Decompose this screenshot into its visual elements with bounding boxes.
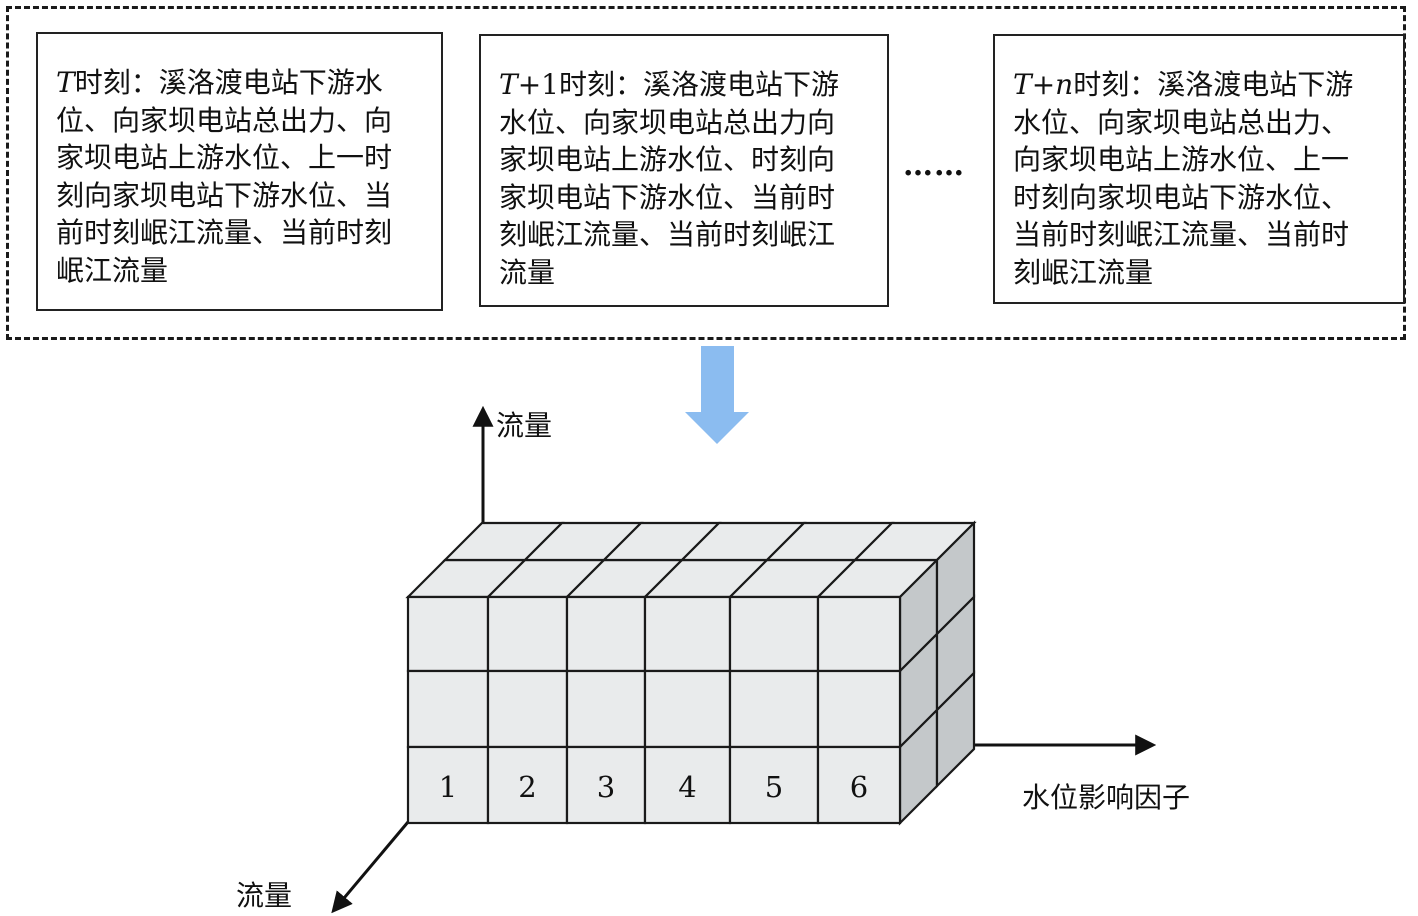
cube-front-cell (565, 595, 647, 673)
box-t-line-4: 刻向家坝电站下游水位、当 (56, 178, 393, 212)
depth-axis-label: 流量 (236, 879, 293, 912)
text-box-t-plus-n: T+n时刻：溪洛渡电站下游 水位、向家坝电站总出力、 向家坝电站上游水位、上一 … (993, 34, 1405, 304)
var-t: T (499, 68, 518, 101)
cube-front-cell (816, 595, 902, 673)
text-box-t-plus-1: T+1时刻：溪洛渡电站下游 水位、向家坝电站总出力向 家坝电站上游水位、时刻向 … (479, 34, 889, 307)
box-t1-line-4: 家坝电站下游水位、当前时 (499, 180, 836, 214)
text-box-t: T时刻：溪洛渡电站下游水 位、向家坝电站总出力、向 家坝电站上游水位、上一时 刻… (36, 32, 443, 311)
var-t: T (1013, 68, 1032, 101)
cube-cell-label: 2 (518, 770, 536, 804)
cube-front-cell (406, 669, 490, 749)
cube-front-cell (486, 595, 569, 673)
cube-front-cell (816, 669, 902, 749)
box-tn-line-1: T+n时刻：溪洛渡电站下游 (1013, 68, 1354, 101)
box-t-line-5: 前时刻岷江流量、当前时刻 (56, 216, 393, 249)
cube-front-cell (406, 745, 490, 825)
cube-group: 1 2 3 4 5 6 (405, 520, 977, 826)
cube-side-cell (935, 670, 976, 789)
box-t1-line-6: 流量 (499, 255, 556, 289)
box-tn-line-6: 刻岷江流量 (1013, 255, 1154, 289)
box-t1-line-5: 刻岷江流量、当前时刻岷江 (499, 218, 836, 251)
box-tn-line-5: 当前时刻岷江流量、当前时 (1013, 218, 1350, 251)
box-t1-line-1: T+1时刻：溪洛渡电站下游 (499, 68, 839, 101)
cube-front-cell (643, 669, 732, 749)
vertical-axis-label: 流量 (496, 409, 553, 442)
box-tn-line-3: 向家坝电站上游水位、上一 (1013, 143, 1350, 176)
horizontal-axis-label: 水位影响因子 (1022, 781, 1191, 814)
box-t1-line-3: 家坝电站上游水位、时刻向 (499, 143, 836, 176)
cube-front-cell (643, 595, 732, 673)
cube-cell-label: 6 (850, 770, 868, 804)
cube-front-cell (565, 669, 647, 749)
var-n: n (1055, 68, 1074, 101)
cube-front-cell (406, 595, 490, 673)
depth-axis (331, 821, 410, 914)
cube-cell-label: 4 (678, 770, 696, 804)
cube-cell-label: 3 (597, 770, 615, 804)
box-t1-line-2: 水位、向家坝电站总出力向 (499, 105, 836, 139)
box-tn-line-4: 时刻向家坝电站下游水位、 (1013, 180, 1350, 214)
var-t: T (56, 66, 75, 99)
box-tn-line-2: 水位、向家坝电站总出力、 (1013, 105, 1350, 139)
cube-front-cell (816, 745, 902, 825)
cube-front-cell (728, 595, 820, 673)
cube-front-cell (486, 669, 569, 749)
transform-arrow (685, 346, 749, 444)
box-t-line-6: 岷江流量 (56, 253, 169, 287)
cube-cell-label: 5 (765, 770, 783, 804)
box-t-line-1: T时刻：溪洛渡电站下游水 (56, 66, 383, 99)
cube-cell-label: 1 (439, 770, 457, 804)
cube-front-cell (728, 669, 820, 749)
box-t-line-3: 家坝电站上游水位、上一时 (56, 141, 393, 174)
box-t-line-2: 位、向家坝电站总出力、向 (56, 103, 393, 137)
ellipsis: …… (903, 148, 965, 183)
